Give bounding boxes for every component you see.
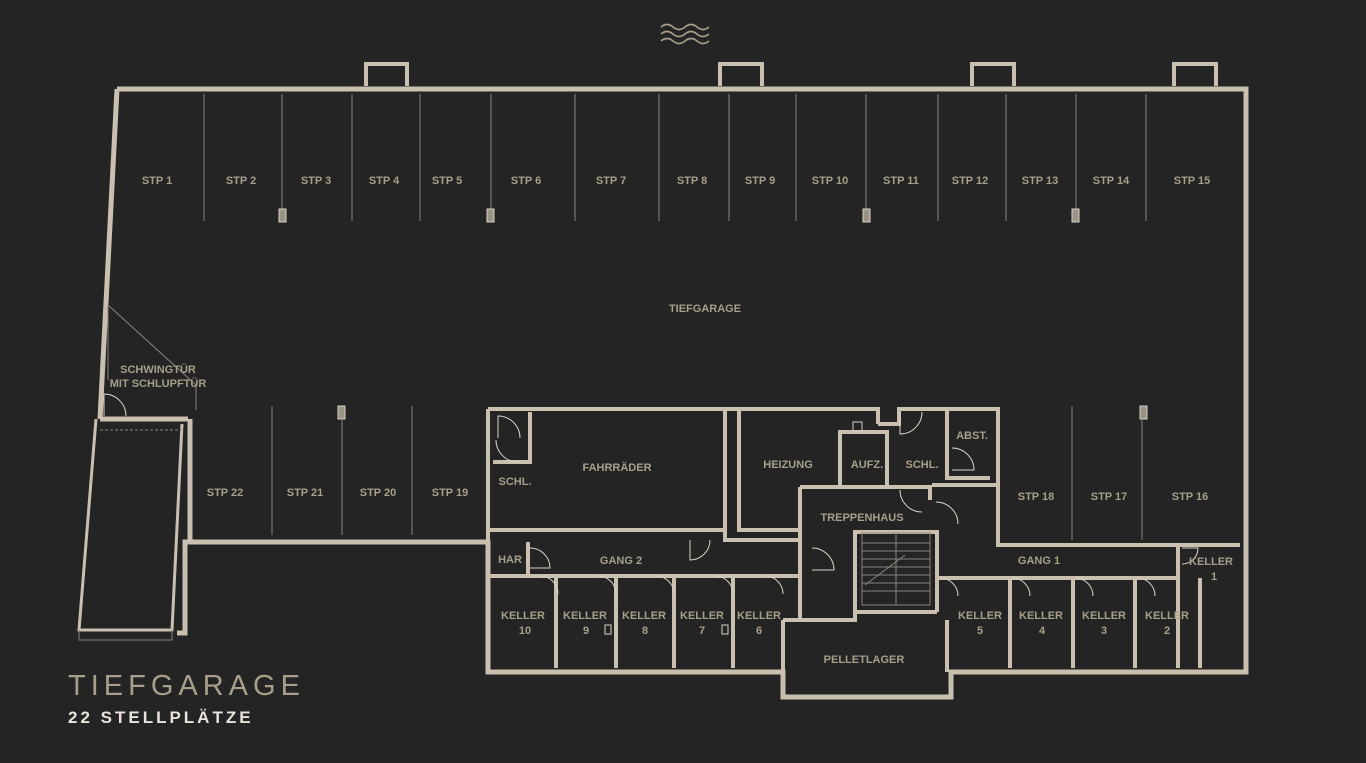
- waves-icon: [660, 23, 710, 45]
- keller-4-number: 4: [1039, 625, 1046, 637]
- legend-subtitle: 22 STELLPLÄTZE: [68, 708, 254, 727]
- har-label: HAR: [498, 554, 522, 566]
- keller-9-word: KELLER: [563, 610, 607, 622]
- keller-1-number: 1: [1211, 571, 1217, 583]
- keller-labels: KELLER 10 KELLER 9 KELLER 8 KELLER 7 KEL…: [501, 556, 1233, 637]
- keller-10-word: KELLER: [501, 610, 545, 622]
- keller-5-number: 5: [977, 625, 983, 637]
- schwingtuer-label-line1: SCHWINGTÜR: [120, 363, 196, 376]
- schl-label-right: SCHL.: [906, 459, 939, 471]
- keller-3-number: 3: [1101, 625, 1107, 637]
- stp-12-label: STP 12: [952, 175, 989, 187]
- keller-6-number: 6: [756, 625, 762, 637]
- outer-walls: [97, 86, 1249, 700]
- stp-10-label: STP 10: [812, 175, 849, 187]
- keller-2-word: KELLER: [1145, 610, 1189, 622]
- pillars: [278, 208, 1148, 420]
- stp-bottom-dividers: [271, 406, 1143, 540]
- stp-6-label: STP 6: [511, 175, 541, 187]
- tiefgarage-label: TIEFGARAGE: [669, 303, 741, 315]
- aufzug-label: AUFZ.: [851, 459, 883, 471]
- gang-1-label: GANG 1: [1018, 555, 1060, 567]
- light-wells: [364, 62, 1218, 86]
- stp-21-label: STP 21: [287, 487, 324, 499]
- keller-2-number: 2: [1164, 625, 1170, 637]
- stp-11-label: STP 11: [883, 175, 919, 187]
- stp-9-label: STP 9: [745, 175, 775, 187]
- stp-5-label: STP 5: [432, 175, 462, 187]
- stp-13-label: STP 13: [1022, 175, 1059, 187]
- garage-ramp: [77, 304, 197, 641]
- stp-16-label: STP 16: [1172, 491, 1209, 503]
- schl-label-left: SCHL.: [499, 476, 532, 488]
- treppenhaus-label: TREPPENHAUS: [820, 512, 903, 524]
- keller-10-number: 10: [519, 625, 531, 637]
- stp-bottom-labels: STP 22 STP 21 STP 20 STP 19 STP 18 STP 1…: [207, 487, 1209, 503]
- stp-17-label: STP 17: [1091, 491, 1128, 503]
- keller-1-word: KELLER: [1189, 556, 1233, 568]
- heizung-label: HEIZUNG: [763, 459, 813, 471]
- stp-15-label: STP 15: [1174, 175, 1211, 187]
- stp-top-labels: STP 1 STP 2 STP 3 STP 4 STP 5 STP 6 STP …: [142, 175, 1210, 187]
- stp-8-label: STP 8: [677, 175, 707, 187]
- keller-4-word: KELLER: [1019, 610, 1063, 622]
- stp-18-label: STP 18: [1018, 491, 1055, 503]
- stp-22-label: STP 22: [207, 487, 244, 499]
- keller-6-word: KELLER: [737, 610, 781, 622]
- inner-walls: [486, 407, 1240, 672]
- keller-9-number: 9: [583, 625, 589, 637]
- room-labels: TIEFGARAGE SCHWINGTÜR MIT SCHLUPFTÜR FAH…: [110, 303, 1060, 666]
- keller-8-word: KELLER: [622, 610, 666, 622]
- legend-title: TIEFGARAGE: [68, 670, 305, 702]
- gang-2-label: GANG 2: [600, 555, 642, 567]
- stp-4-label: STP 4: [369, 175, 400, 187]
- doors: [495, 411, 1199, 635]
- stp-20-label: STP 20: [360, 487, 397, 499]
- keller-5-word: KELLER: [958, 610, 1002, 622]
- keller-3-word: KELLER: [1082, 610, 1126, 622]
- stairs: [861, 532, 931, 606]
- fahrraeder-label: FAHRRÄDER: [582, 461, 651, 474]
- stp-19-label: STP 19: [432, 487, 469, 499]
- stp-7-label: STP 7: [596, 175, 626, 187]
- abst-label: ABST.: [956, 430, 988, 442]
- pelletlager-label: PELLETLAGER: [824, 654, 905, 666]
- stp-top-dividers: [203, 94, 1147, 221]
- keller-8-number: 8: [642, 625, 648, 637]
- stp-14-label: STP 14: [1093, 175, 1130, 187]
- stp-2-label: STP 2: [226, 175, 256, 187]
- stp-1-label: STP 1: [142, 175, 172, 187]
- stp-3-label: STP 3: [301, 175, 331, 187]
- keller-7-number: 7: [699, 625, 705, 637]
- schwingtuer-label-line2: MIT SCHLUPFTÜR: [110, 377, 207, 390]
- keller-7-word: KELLER: [680, 610, 724, 622]
